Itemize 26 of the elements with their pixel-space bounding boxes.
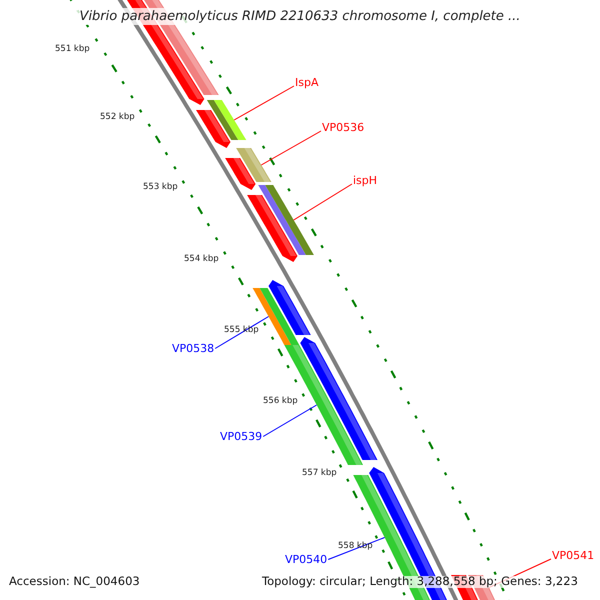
leader-line [214,316,270,349]
leader-line [260,130,322,166]
gene-segment [258,185,314,255]
gene-segment [236,148,272,182]
scale-label: 553 kbp [143,183,178,192]
scale-label: 555 kbp [224,326,259,334]
gene-label: IspA [295,77,318,88]
scale-label: 556 kbp [263,397,298,406]
gene-label: VP0539 [220,431,262,442]
scale-label: 557 kbp [302,469,337,478]
scale-label: 554 kbp [184,255,219,264]
leader-line [328,537,386,560]
gene-label: VP0536 [322,122,364,133]
scale-label: 552 kbp [100,113,135,122]
summary-text: Topology: circular; Length: 3,288,558 bp; Genes: 3,223 [262,576,578,588]
gene-segment [206,100,246,140]
accession-text: Accession: NC_004603 [9,576,140,588]
leader-line [262,404,318,437]
gene-label: VP0540 [285,554,328,565]
gene-label: VP0538 [172,343,214,354]
gene-label: VP0541 [552,550,594,561]
gene-label: ispH [353,175,378,186]
leader-line [234,86,294,120]
leader-line [293,184,352,220]
scale-label: 551 kbp [55,45,90,54]
gene-segment [284,345,363,465]
